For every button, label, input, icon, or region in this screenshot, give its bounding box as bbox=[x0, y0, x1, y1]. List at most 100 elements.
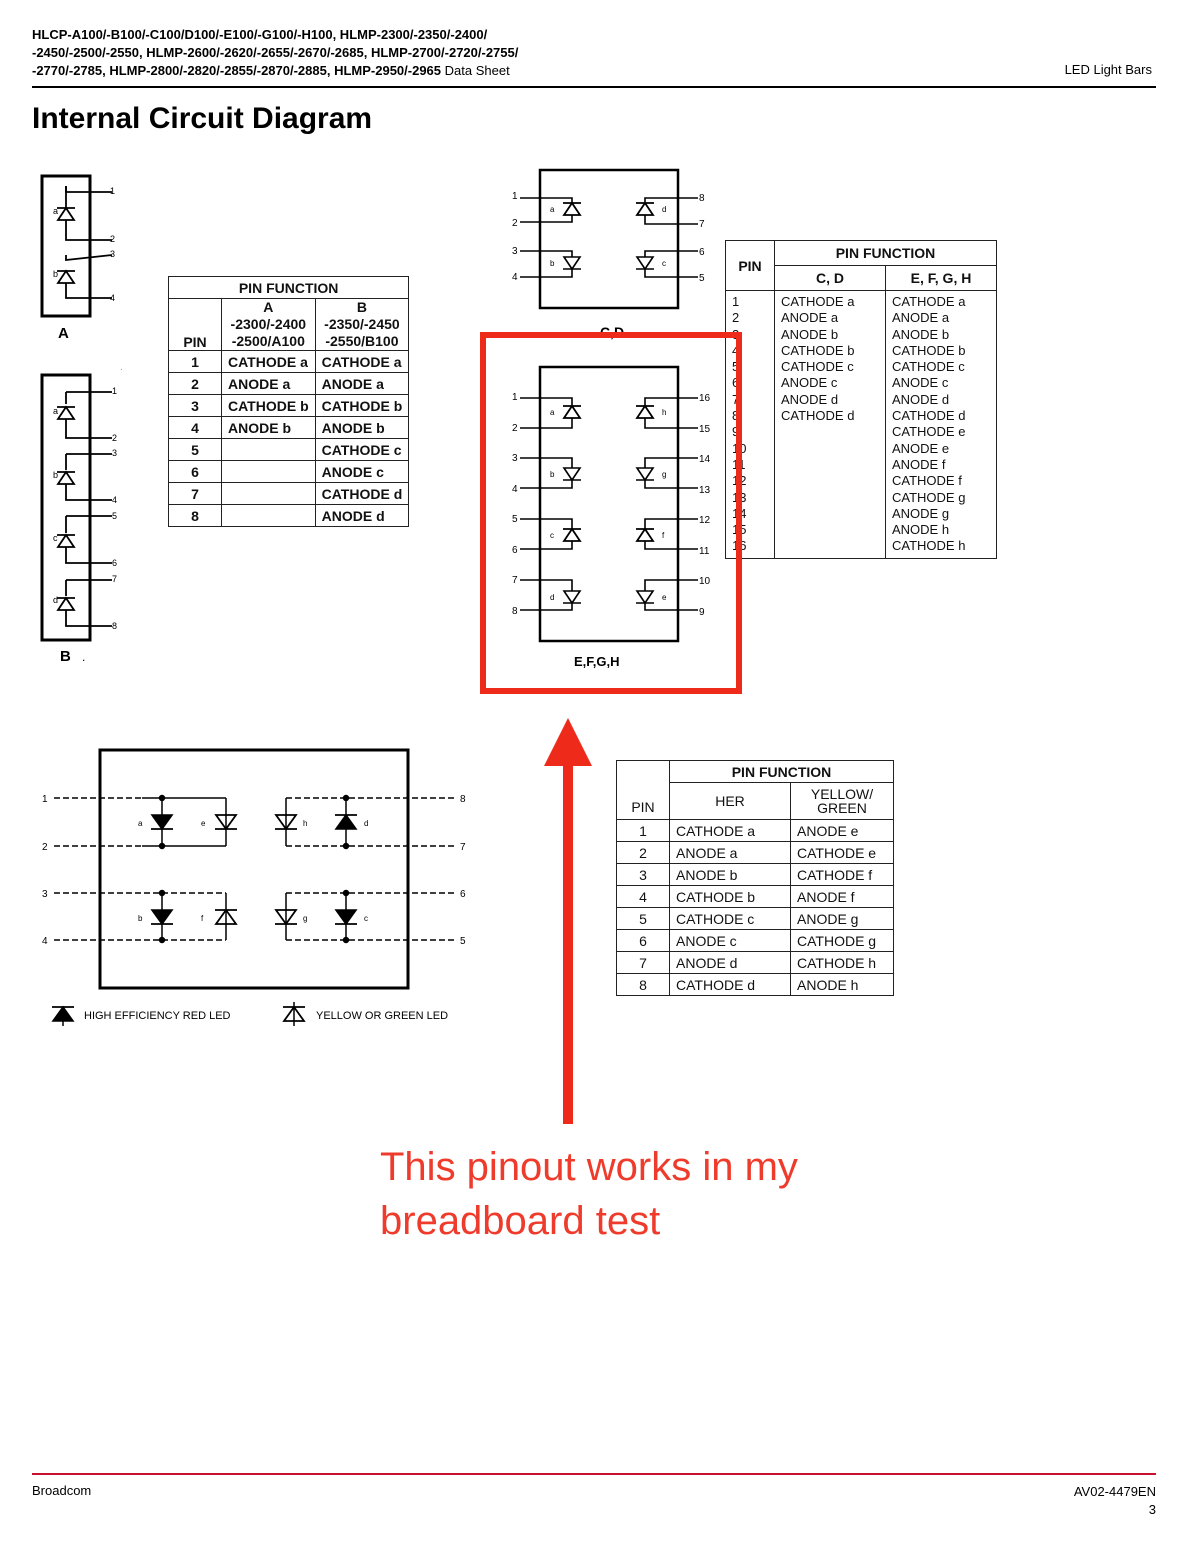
footer-divider bbox=[32, 1473, 1156, 1475]
section-title: Internal Circuit Diagram bbox=[32, 102, 373, 135]
svg-text:3: 3 bbox=[110, 249, 115, 259]
product-category: LED Light Bars bbox=[1064, 62, 1152, 77]
svg-text:1: 1 bbox=[512, 392, 518, 403]
legend bbox=[51, 1002, 306, 1026]
annotation-highlight-box bbox=[480, 332, 742, 694]
part-numbers-line2: -2450/-2500/-2550, HLMP-2600/-2620/-2655… bbox=[32, 45, 519, 60]
header-divider bbox=[32, 86, 1156, 88]
svg-text:c: c bbox=[662, 259, 666, 268]
svg-text:.: . bbox=[120, 362, 123, 373]
svg-text:1: 1 bbox=[110, 186, 115, 196]
svg-text:b: b bbox=[138, 914, 143, 923]
svg-text:10: 10 bbox=[699, 576, 711, 587]
svg-text:.: . bbox=[82, 650, 85, 664]
diagram-dual-color bbox=[54, 748, 456, 990]
svg-text:6: 6 bbox=[699, 247, 705, 258]
annotation-arrow bbox=[544, 718, 592, 1124]
svg-text:a: a bbox=[53, 406, 58, 416]
svg-text:c: c bbox=[53, 533, 58, 543]
svg-text:9: 9 bbox=[699, 607, 705, 618]
annotation-text: This pinout works in my breadboard test bbox=[380, 1145, 798, 1243]
svg-text:5: 5 bbox=[460, 936, 466, 947]
svg-text:6: 6 bbox=[512, 545, 518, 556]
diagram-a-label: A bbox=[58, 325, 69, 342]
table-dual-col-her: HER bbox=[669, 782, 791, 820]
doc-type: Data Sheet bbox=[444, 63, 510, 78]
svg-text:b: b bbox=[53, 269, 58, 279]
svg-text:16: 16 bbox=[699, 393, 711, 404]
svg-text:1: 1 bbox=[112, 386, 117, 396]
svg-text:3: 3 bbox=[512, 246, 518, 257]
part-numbers-line3: -2770/-2785, HLMP-2800/-2820/-2855/-2870… bbox=[32, 63, 510, 78]
svg-text:6: 6 bbox=[460, 889, 466, 900]
svg-text:b: b bbox=[53, 470, 58, 480]
svg-text:6: 6 bbox=[112, 558, 117, 568]
diagram-efgh bbox=[520, 365, 698, 643]
svg-text:7: 7 bbox=[699, 219, 705, 230]
svg-text:7: 7 bbox=[512, 575, 518, 586]
svg-text:2: 2 bbox=[42, 842, 48, 853]
diagram-b-label: B bbox=[60, 648, 71, 665]
svg-text:4: 4 bbox=[512, 484, 518, 495]
svg-text:a: a bbox=[53, 206, 58, 216]
table-cdefgh-col-cd: C, D bbox=[774, 265, 886, 291]
diagram-b bbox=[40, 373, 112, 642]
svg-text:8: 8 bbox=[512, 606, 518, 617]
legend-yellow-label: YELLOW OR GREEN LED bbox=[316, 1010, 448, 1022]
svg-text:h: h bbox=[662, 408, 666, 417]
svg-text:c: c bbox=[550, 531, 554, 540]
svg-text:2: 2 bbox=[512, 423, 518, 434]
table-ab-title: PIN FUNCTION bbox=[167, 276, 410, 299]
svg-text:2: 2 bbox=[112, 433, 117, 443]
part-numbers: HLCP-A100/-B100/-C100/D100/-E100/-G100/-… bbox=[32, 26, 1156, 80]
svg-text:g: g bbox=[303, 914, 307, 923]
svg-text:2: 2 bbox=[512, 218, 518, 229]
svg-text:f: f bbox=[662, 531, 665, 540]
svg-text:15: 15 bbox=[699, 424, 711, 435]
footer-info: AV02-4479EN 3 bbox=[1074, 1483, 1156, 1519]
svg-text:d: d bbox=[364, 819, 368, 828]
svg-text:3: 3 bbox=[42, 889, 48, 900]
table-ab-col-b: B-2350/-2450-2550/B100 bbox=[314, 298, 410, 351]
svg-text:3: 3 bbox=[512, 453, 518, 464]
svg-text:7: 7 bbox=[112, 574, 117, 584]
svg-text:4: 4 bbox=[42, 936, 48, 947]
svg-text:b: b bbox=[550, 259, 555, 268]
svg-text:b: b bbox=[550, 470, 555, 479]
diagram-a bbox=[40, 174, 113, 318]
svg-text:2: 2 bbox=[110, 234, 115, 244]
svg-text:14: 14 bbox=[699, 454, 711, 465]
svg-text:5: 5 bbox=[512, 514, 518, 525]
table-cdefgh-cd-values: CATHODE a ANODE a ANODE b CATHODE b CATH… bbox=[774, 290, 886, 559]
footer-company: Broadcom bbox=[32, 1483, 92, 1498]
table-dual-pin-header: PIN bbox=[616, 760, 670, 820]
table-cdefgh-title: PIN FUNCTION bbox=[774, 240, 997, 266]
svg-text:8: 8 bbox=[112, 621, 117, 631]
svg-text:7: 7 bbox=[460, 842, 466, 853]
svg-text:1: 1 bbox=[512, 191, 518, 202]
svg-text:d: d bbox=[662, 205, 666, 214]
svg-text:4: 4 bbox=[512, 272, 518, 283]
svg-text:d: d bbox=[53, 595, 58, 605]
svg-text:c: c bbox=[364, 914, 368, 923]
svg-text:5: 5 bbox=[699, 273, 705, 284]
svg-text:12: 12 bbox=[699, 515, 711, 526]
diagram-cd bbox=[520, 168, 698, 310]
table-dual-title: PIN FUNCTION bbox=[669, 760, 894, 783]
table-cdefgh-pin-header: PIN bbox=[725, 240, 775, 291]
table-cdefgh-efgh-values: CATHODE a ANODE a ANODE b CATHODE b CATH… bbox=[885, 290, 997, 559]
svg-text:a: a bbox=[550, 205, 555, 214]
